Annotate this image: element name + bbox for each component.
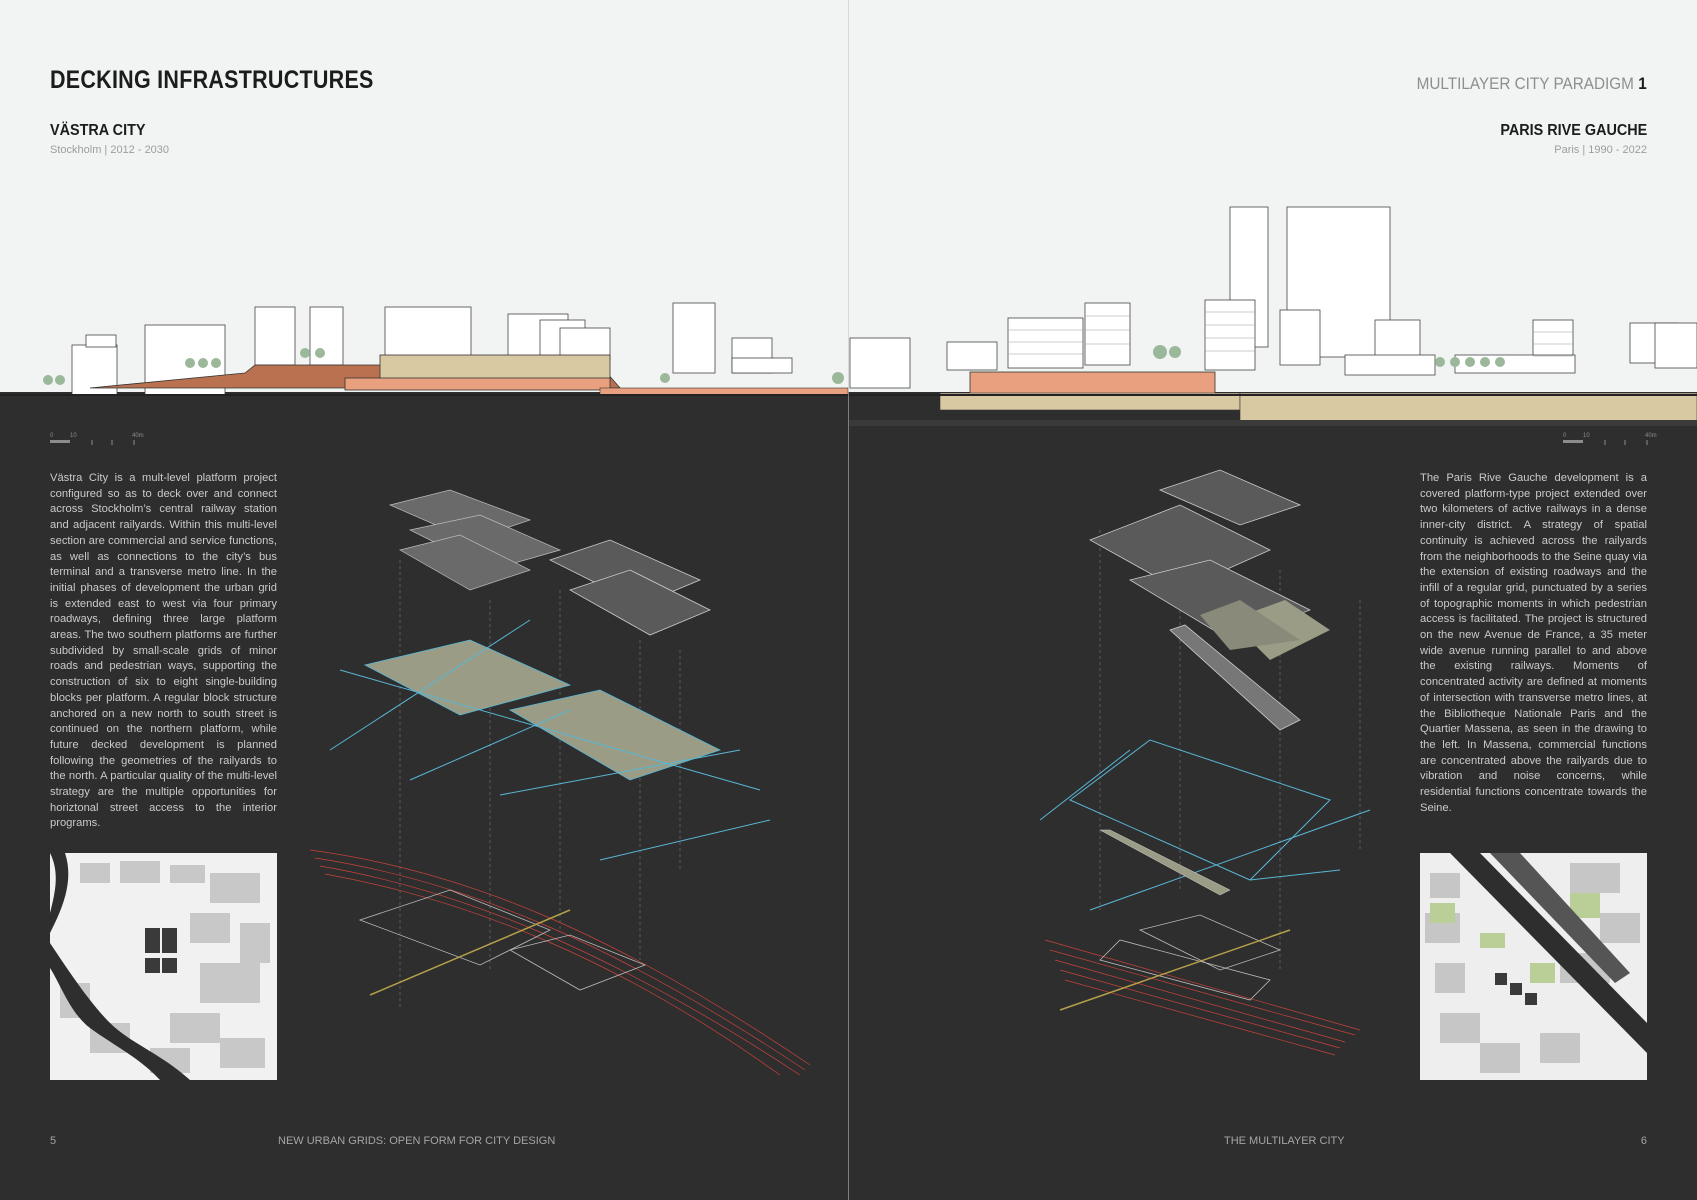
left-project-title: VÄSTRA CITY [50, 122, 146, 139]
scale-zero-label: 0 [1563, 433, 1567, 439]
paris-site-map [1420, 853, 1647, 1080]
stockholm-site-map [50, 853, 277, 1080]
left-project-description: Västra City is a mult-level platform pro… [50, 472, 277, 830]
scale-forty-label: 40m [1645, 433, 1657, 439]
chapter-title: DECKING INFRASTRUCTURES [50, 66, 374, 94]
spread-gutter [848, 0, 849, 1200]
right-scale-bar: 0 10 40m [1563, 433, 1657, 445]
right-project-subtitle: Paris | 1990 - 2022 [1554, 144, 1647, 156]
left-page-number: 5 [50, 1135, 57, 1147]
right-page-number: 6 [1640, 1135, 1647, 1147]
right-exploded-axonometric [1040, 469, 1371, 1056]
series-title: MULTILAYER CITY PARADIGM 1 [1417, 74, 1647, 94]
scale-ten-label: 10 [1583, 433, 1590, 439]
right-project-title: PARIS RIVE GAUCHE [1500, 122, 1647, 139]
left-running-title: NEW URBAN GRIDS: OPEN FORM FOR CITY DESI… [278, 1135, 556, 1147]
left-scale-bar: 0 10 40m [50, 433, 144, 445]
right-project-description: The Paris Rive Gauche development is a c… [1420, 472, 1647, 814]
scale-forty-label: 40m [132, 433, 144, 439]
series-name: MULTILAYER CITY PARADIGM [1416, 74, 1635, 93]
right-running-title: THE MULTILAYER CITY [1224, 1135, 1345, 1147]
left-exploded-axonometric [310, 489, 810, 1076]
urban-section-drawings [0, 206, 1697, 426]
scale-zero-label: 0 [50, 433, 54, 439]
scale-ten-label: 10 [70, 433, 77, 439]
series-number: 1 [1638, 74, 1647, 93]
left-project-subtitle: Stockholm | 2012 - 2030 [50, 144, 170, 156]
